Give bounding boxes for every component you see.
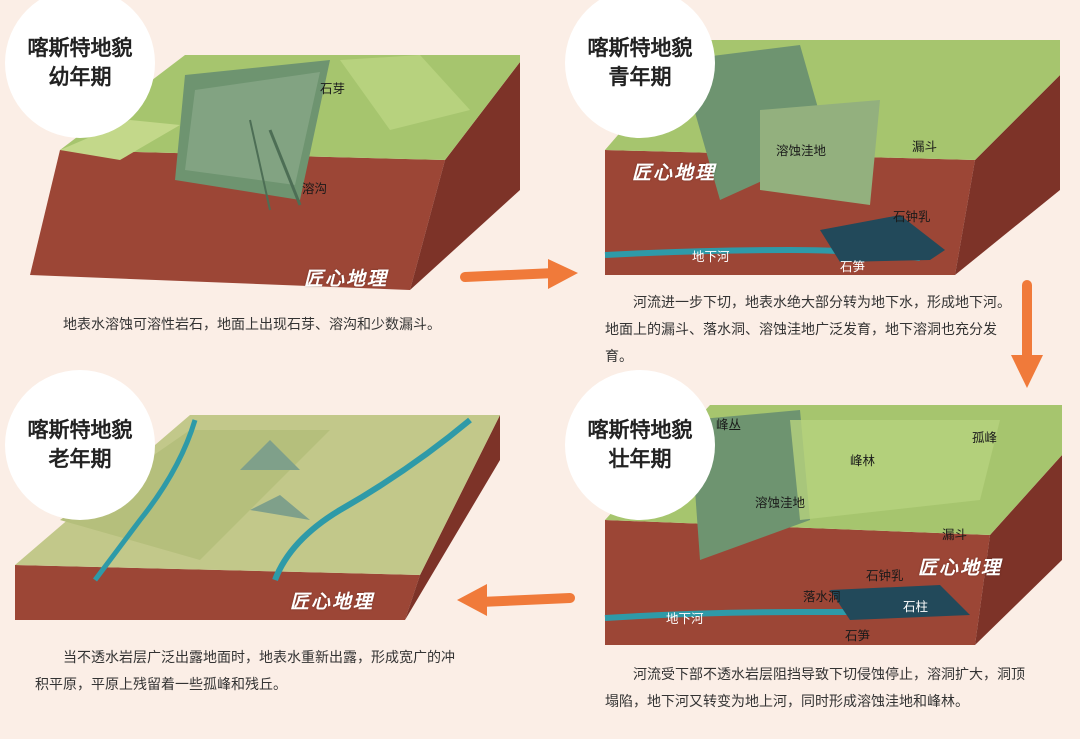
arrow-down-icon [1011, 280, 1043, 388]
young-block-illustration [604, 40, 1060, 275]
mature-label-fengcong: 峰丛 [716, 417, 742, 432]
old-block-illustration [15, 415, 500, 620]
youth-label-shiya: 石芽 [320, 81, 346, 96]
youth-label-ronggou: 溶沟 [302, 181, 328, 196]
mature-label-wadi: 溶蚀洼地 [755, 495, 806, 510]
mature-label-dixiahe: 地下河 [666, 611, 704, 626]
young-label-loudou: 漏斗 [912, 139, 938, 154]
youth-watermark: 匠心地理 [304, 268, 389, 290]
mature-label-loudou: 漏斗 [942, 527, 968, 542]
young-label-shizhongru: 石钟乳 [893, 209, 931, 224]
mature-watermark: 匠心地理 [918, 557, 1003, 579]
youth-caption: 地表水溶蚀可溶性岩石，地面上出现石芽、溶沟和少数漏斗。 [63, 317, 441, 333]
arrow-left-icon [457, 584, 575, 616]
youth-title-badge: 喀斯特地貌 幼年期 [5, 0, 155, 138]
old-title-line1: 喀斯特地貌 [27, 418, 133, 442]
mature-label-gufeng: 孤峰 [972, 430, 998, 445]
youth-title-line1: 喀斯特地貌 [27, 36, 133, 60]
young-label-shisun: 石笋 [840, 259, 866, 274]
young-watermark: 匠心地理 [632, 162, 717, 184]
young-title-line1: 喀斯特地貌 [587, 36, 693, 60]
youth-block-illustration [30, 55, 520, 290]
arrow-right-icon [460, 259, 578, 289]
old-title-line2: 老年期 [48, 447, 112, 471]
young-title-badge: 喀斯特地貌 青年期 [565, 0, 715, 138]
mature-label-luoshuidong: 落水洞 [803, 589, 841, 604]
mature-caption: 河流受下部不透水岩层阻挡导致下切侵蚀停止，溶洞扩大，洞顶塌陷，地下河又转变为地上… [605, 667, 1025, 710]
old-watermark: 匠心地理 [290, 591, 375, 613]
young-label-dixiahe: 地下河 [692, 249, 730, 264]
mature-label-shisun: 石笋 [845, 628, 871, 643]
youth-title-line2: 幼年期 [48, 65, 112, 89]
mature-title-line1: 喀斯特地貌 [587, 418, 693, 442]
young-caption: 河流进一步下切，地表水绝大部分转为地下水，形成地下河。地面上的漏斗、落水洞、溶蚀… [605, 295, 1011, 365]
mature-label-shizhongru: 石钟乳 [866, 568, 904, 583]
mature-label-fenglin: 峰林 [850, 453, 876, 468]
mature-title-badge: 喀斯特地貌 壮年期 [565, 370, 715, 520]
young-title-line2: 青年期 [608, 65, 672, 89]
young-label-wadi: 溶蚀洼地 [776, 143, 827, 158]
mature-label-shizhu: 石柱 [903, 599, 929, 614]
old-caption: 当不透水岩层广泛出露地面时，地表水重新出露，形成宽广的冲积平原，平原上残留着一些… [35, 650, 455, 693]
mature-title-line2: 壮年期 [608, 447, 672, 471]
old-title-badge: 喀斯特地貌 老年期 [5, 370, 155, 520]
